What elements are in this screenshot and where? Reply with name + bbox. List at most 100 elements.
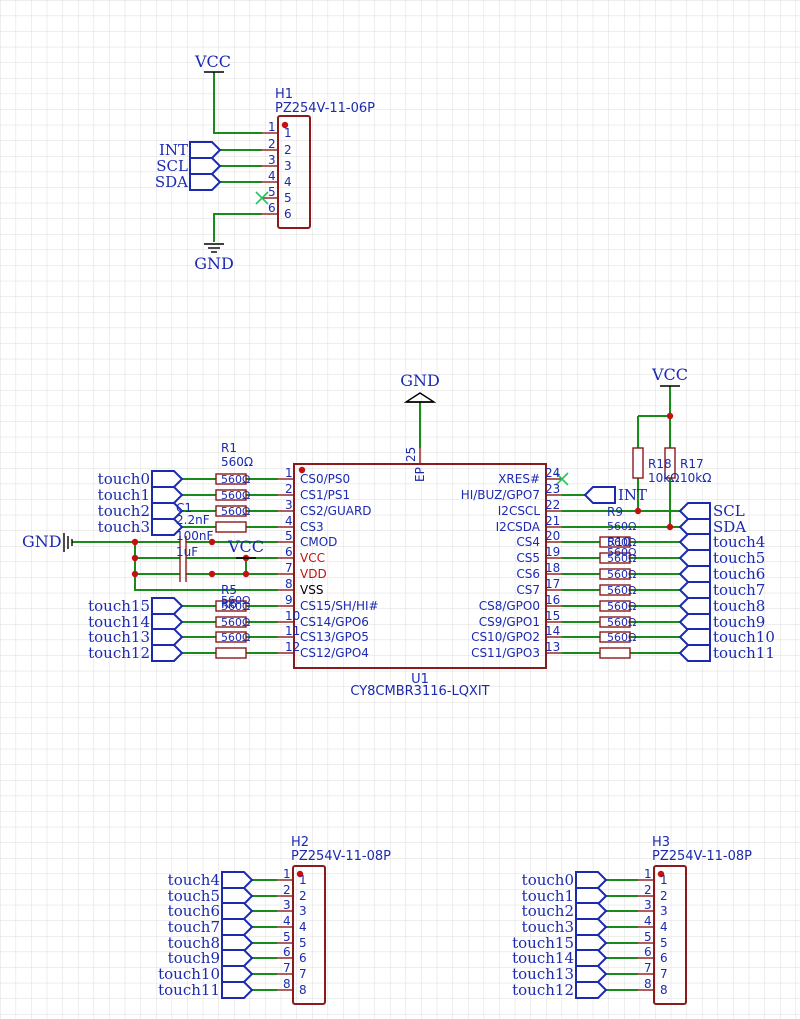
h2-pin-label: 6 — [299, 951, 307, 965]
u1-resistor-value: 560Ω — [221, 489, 250, 502]
h3-pin1-marker — [657, 870, 665, 878]
h2-pin-label: 7 — [299, 967, 307, 981]
h1-pin-number: 5 — [268, 185, 276, 199]
h3-net-label: touch0 — [522, 871, 574, 889]
h2-pin-label: 1 — [299, 873, 307, 887]
u1-pin-name: CMOD — [300, 535, 337, 549]
u1-vss-wire — [134, 574, 278, 591]
u1-left-gnd-label: GND — [22, 532, 62, 551]
h2-designator: H2 — [291, 835, 309, 850]
u1-net-label: touch3 — [98, 518, 150, 536]
h3-net-label: touch3 — [522, 918, 574, 936]
u1-pin-name: CS8/GPO0 — [479, 599, 540, 613]
u1-flag-touch13 — [151, 628, 184, 646]
u1-int-label: INT — [618, 486, 647, 504]
u1-part: CY8CMBR3116-LQXIT — [350, 684, 489, 699]
u1-resistor-value: 560Ω — [607, 616, 636, 629]
u1-flag-touch7 — [678, 581, 711, 599]
h2-pin-number: 6 — [283, 945, 291, 959]
u1-resistor-value: 560Ω — [607, 584, 636, 597]
u1-junction — [131, 570, 139, 578]
u1-junction — [666, 412, 674, 420]
h3-pin-label: 2 — [660, 889, 668, 903]
h1-designator: H1 — [275, 87, 293, 102]
u1-pin-name: CS14/GPO6 — [300, 615, 369, 629]
u1-right-resistor — [599, 600, 631, 612]
h3-body — [653, 865, 687, 1005]
u1-net-label: touch5 — [713, 549, 765, 567]
r10-designator: R10 — [607, 535, 631, 549]
u1-gnd-label: GND — [400, 371, 440, 390]
u1-pin-name: CS7 — [516, 583, 540, 597]
u1-pin-number: 16 — [545, 593, 560, 607]
u1-net-label: touch4 — [713, 533, 765, 551]
h2-pin-label: 3 — [299, 904, 307, 918]
u1-net-label: touch0 — [98, 470, 150, 488]
u1-right-resistor — [599, 584, 631, 596]
u1-pin-number: 18 — [545, 561, 560, 575]
h3-pin-label: 8 — [660, 983, 668, 997]
h2-net-label: touch9 — [168, 949, 220, 967]
u1-pin-number: 17 — [545, 577, 560, 591]
u1-pin-name: XRES# — [498, 472, 540, 486]
h1-gnd-label: GND — [194, 254, 234, 273]
h3-net-label: touch2 — [522, 902, 574, 920]
u1-ep-number: 25 — [404, 447, 418, 462]
u1-left-resistor — [215, 600, 247, 612]
u1-flag-SDA — [678, 518, 711, 536]
r1-value: 560Ω — [221, 455, 253, 469]
u1-flag-touch14 — [151, 613, 184, 631]
r5-value: 560Ω — [221, 594, 250, 607]
u1-pin-name: CS10/GPO2 — [471, 630, 540, 644]
u1-pin-name: CS9/GPO1 — [479, 615, 540, 629]
u1-flag-touch6 — [678, 565, 711, 583]
h2-flag-touch11 — [221, 981, 254, 999]
h3-net-label: touch15 — [512, 934, 574, 952]
h3-pin-label: 4 — [660, 920, 668, 934]
u1-pin-number: 15 — [545, 609, 560, 623]
u1-flag-touch1 — [151, 486, 184, 504]
u1-right-resistor — [599, 631, 631, 643]
u1-pin-name: I2CSCL — [498, 504, 541, 518]
h2-flag-touch10 — [221, 965, 254, 983]
h2-pin-label: 4 — [299, 920, 307, 934]
u1-vcc-left-label: VCC — [227, 537, 264, 556]
u1-right-resistor — [599, 647, 631, 659]
h2-pin-label: 5 — [299, 936, 307, 950]
u1-junction — [131, 554, 139, 562]
u1-net-label: touch6 — [713, 565, 765, 583]
c1-value: 2.2nF — [176, 513, 210, 527]
u1-pin-name: CS13/GPO5 — [300, 630, 369, 644]
u1-resistor-value: 560Ω — [221, 505, 250, 518]
h2-net-label: touch7 — [168, 918, 220, 936]
h1-vcc-wire — [213, 72, 262, 134]
h1-pin-number: 3 — [268, 153, 276, 167]
h1-pin-label: 5 — [284, 191, 292, 205]
h3-flag-touch12 — [575, 981, 608, 999]
u1-pin-name: HI/BUZ/GPO7 — [461, 488, 540, 502]
h3-pin-number: 4 — [644, 914, 652, 928]
u1-flag-touch8 — [678, 597, 711, 615]
h2-flag-touch7 — [221, 918, 254, 936]
h2-part: PZ254V-11-08P — [291, 849, 391, 864]
h1-pin1-marker — [281, 121, 289, 129]
u1-pin-number: 10 — [285, 609, 300, 623]
c1-designator: C1 — [176, 501, 192, 515]
u1-left-resistor — [215, 647, 247, 659]
h2-flag-touch8 — [221, 934, 254, 952]
u1-pin-number: 9 — [285, 593, 293, 607]
r18-designator: R18 — [648, 457, 672, 471]
h2-pin-number: 3 — [283, 898, 291, 912]
h2-body — [292, 865, 326, 1005]
h3-pin-number: 3 — [644, 898, 652, 912]
h3-pin-label: 3 — [660, 904, 668, 918]
h1-pin-number: 2 — [268, 137, 276, 151]
h1-pin-label: 3 — [284, 159, 292, 173]
u1-pin-number: 22 — [545, 498, 560, 512]
h3-pin-number: 6 — [644, 945, 652, 959]
u1-net-label: touch9 — [713, 613, 765, 631]
u1-right-resistor — [599, 616, 631, 628]
u1-pin-name: CS4 — [516, 535, 540, 549]
